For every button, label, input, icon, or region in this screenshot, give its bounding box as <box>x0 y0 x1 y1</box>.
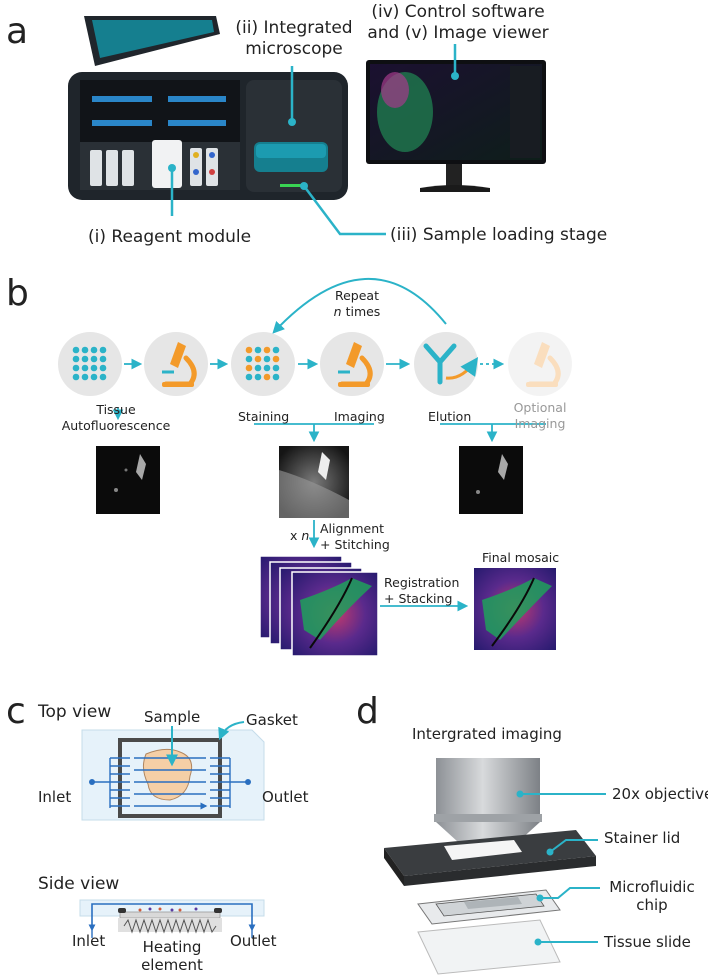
label-side-outlet: Outlet <box>230 932 277 950</box>
label-alignment-line2: + Stitching <box>320 536 390 552</box>
label-heating-element: Heating element <box>132 938 212 974</box>
label-repeat: Repeat n times <box>324 288 390 319</box>
label-integrated-imaging: Intergrated imaging <box>412 725 562 743</box>
tile-elution <box>459 446 523 514</box>
panel-a-callouts <box>170 44 457 236</box>
reagent-instrument <box>68 16 348 200</box>
label-elution: Elution <box>428 409 472 424</box>
label-tissue-autofluorescence: Tissue Autofluorescence <box>58 402 174 433</box>
label-registration-stacking: Registration + Stacking <box>384 575 459 606</box>
label-tissue-slide: Tissue slide <box>604 933 691 951</box>
label-chip-line2: chip <box>636 896 668 914</box>
label-heating-line2: element <box>141 956 203 974</box>
label-20x-objective: 20x objective <box>612 785 708 803</box>
label-microscope-line2: microscope <box>245 39 343 60</box>
label-repeat-line2: n times <box>324 304 390 320</box>
label-side-inlet: Inlet <box>72 932 106 950</box>
panel-c-callouts <box>166 721 245 767</box>
tile-final-mosaic <box>474 568 556 650</box>
label-xn: x n <box>290 528 309 544</box>
label-gasket: Gasket <box>246 711 298 729</box>
microfluidic-chip <box>417 889 561 925</box>
label-control-software: (iv) Control software and (v) Image view… <box>364 2 552 45</box>
label-outlet: Outlet <box>262 788 309 806</box>
label-xn-n: n <box>301 528 310 543</box>
label-staining: Staining <box>238 409 290 424</box>
label-tissue-line2: Autofluorescence <box>61 417 171 433</box>
tile-imaging <box>279 446 349 518</box>
objective-lens <box>434 758 542 866</box>
label-registration-line1: Registration <box>384 575 460 590</box>
label-repeat-line1: Repeat <box>334 288 379 303</box>
step-circle-tissue <box>58 332 122 396</box>
label-microscope-line1: (ii) Integrated <box>235 18 353 38</box>
label-repeat-times: times <box>341 303 381 319</box>
label-sample-loading-stage: (iii) Sample loading stage <box>390 225 608 245</box>
step-circle-staining <box>231 332 295 396</box>
step-circle-optional <box>508 332 572 396</box>
label-optional-imaging: Optional Imaging <box>508 400 572 431</box>
label-microfluidic-chip: Microfluidic chip <box>604 878 700 914</box>
panel-label-b: b <box>6 273 29 314</box>
side-view-chip <box>79 899 265 938</box>
label-integrated-microscope: (ii) Integrated microscope <box>234 18 354 61</box>
panel-label-d: d <box>356 691 379 732</box>
label-inlet: Inlet <box>38 788 72 806</box>
label-chip-line1: Microfluidic <box>609 878 695 896</box>
label-repeat-n: n <box>333 303 342 319</box>
label-software-line1: (iv) Control software <box>371 2 545 22</box>
label-optional-line1: Optional <box>513 400 567 415</box>
step-circle-microscope-2 <box>320 332 384 396</box>
label-software-line2: and (v) Image viewer <box>367 23 549 44</box>
panel-d-callouts <box>520 793 606 943</box>
step-circle-elution <box>414 332 479 396</box>
label-alignment-line1: Alignment <box>320 521 385 536</box>
label-imaging: Imaging <box>334 409 385 424</box>
label-heating-line1: Heating <box>142 938 202 956</box>
label-xn-x: x <box>290 528 302 543</box>
label-side-view: Side view <box>38 874 120 894</box>
top-view-chip <box>81 729 265 821</box>
label-stainer-lid: Stainer lid <box>604 829 681 847</box>
label-sample: Sample <box>144 708 201 726</box>
step-circle-microscope-1 <box>144 332 208 396</box>
step-arrows <box>112 358 546 612</box>
label-reagent-module: (i) Reagent module <box>88 227 252 247</box>
label-top-view: Top view <box>38 702 112 722</box>
label-final-mosaic: Final mosaic <box>482 550 560 565</box>
tissue-slide <box>417 919 561 975</box>
control-monitor <box>366 60 546 192</box>
label-optional-line2: Imaging <box>514 415 566 431</box>
tile-stack <box>259 555 379 657</box>
label-tissue-line1: Tissue <box>96 402 136 417</box>
label-alignment-stitching: Alignment + Stitching <box>320 521 390 552</box>
panel-label-a: a <box>6 11 29 52</box>
label-registration-line2: + Stacking <box>384 590 453 606</box>
stainer-lid <box>384 830 596 886</box>
tile-autofluorescence <box>96 446 160 514</box>
panel-label-c: c <box>6 691 26 732</box>
repeat-arc <box>272 278 447 334</box>
